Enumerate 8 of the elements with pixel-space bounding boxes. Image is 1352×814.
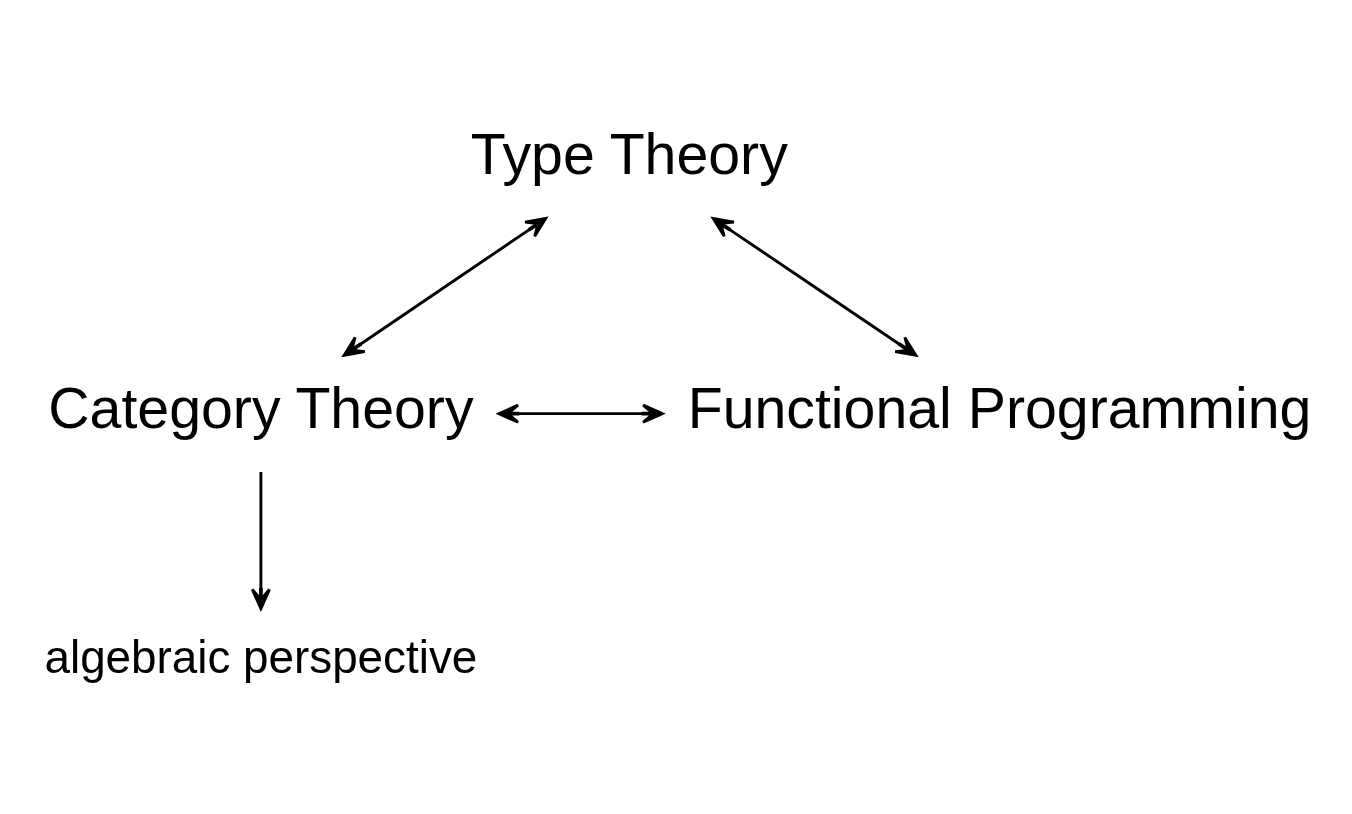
arrow (250, 472, 271, 610)
arrow (497, 403, 664, 424)
arrow (711, 217, 918, 357)
node-text: Functional Programming (687, 375, 1312, 440)
node-text: algebraic perspective (44, 631, 478, 683)
node-text: Type Theory (470, 122, 788, 187)
node-text: Category Theory (48, 375, 474, 440)
arrow (342, 217, 548, 357)
